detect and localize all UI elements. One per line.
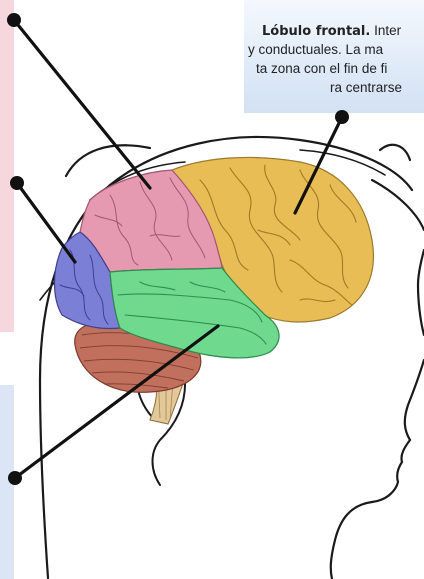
pointer-dot-icon — [335, 110, 349, 124]
pointer-dot-icon — [7, 13, 21, 27]
leader-line-parietal — [14, 20, 150, 188]
pointer-dot-icon — [10, 176, 24, 190]
frontal-caption-line-1: Lóbulo frontal. Inter — [262, 22, 401, 40]
frontal-caption-title: Lóbulo frontal. — [262, 24, 370, 39]
frontal-caption-line-3: ta zona con el fin de fi — [256, 60, 387, 77]
frontal-caption-line-4: ra centrarse — [330, 79, 402, 96]
frontal-caption-rest: Inter — [374, 23, 401, 38]
frontal-caption-line-2: y conductuales. La ma — [248, 41, 383, 58]
leader-line-occipital — [17, 183, 75, 262]
left-panel-pink — [0, 0, 14, 332]
pointer-dot-icon — [8, 471, 22, 485]
